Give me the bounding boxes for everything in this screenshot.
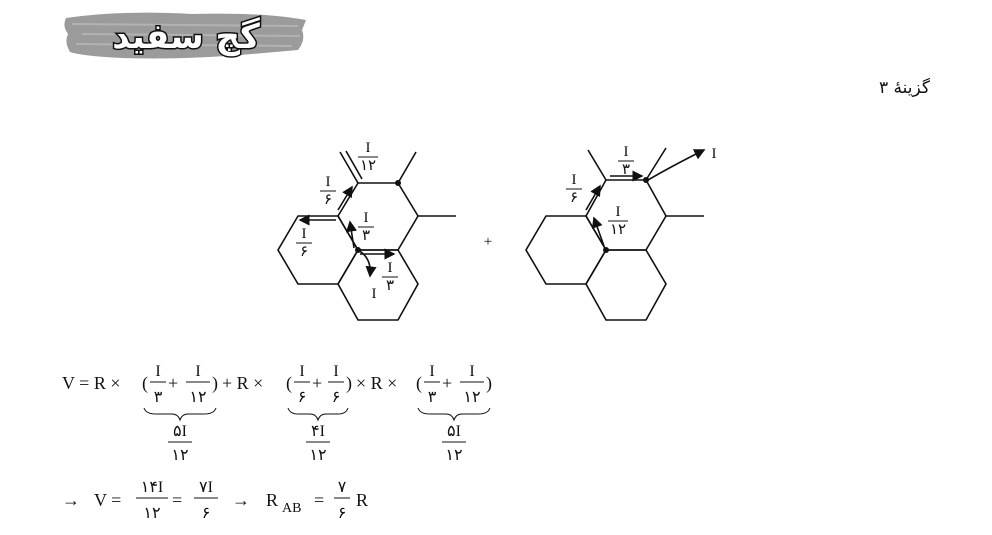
left-hexagon-left [277, 215, 359, 285]
formula-mid-1: + R × [222, 373, 263, 393]
svg-text:۳: ۳ [386, 278, 394, 294]
svg-text:): ) [346, 373, 352, 394]
svg-text:۱۲: ۱۲ [171, 447, 188, 464]
svg-text:I: I [572, 172, 577, 188]
svg-text:I: I [299, 363, 304, 380]
logo-image: گچ سفید [64, 12, 307, 59]
svg-text:۵I: ۵I [447, 423, 461, 440]
svg-text:۴I: ۴I [311, 423, 325, 440]
svg-text:۳: ۳ [428, 389, 437, 406]
svg-text:+: + [168, 373, 178, 393]
answer-option-label: گزینهٔ ۳ [879, 78, 930, 98]
svg-text:۶: ۶ [332, 389, 341, 406]
svg-text:۵I: ۵I [173, 423, 187, 440]
svg-text:۱۲: ۱۲ [143, 505, 160, 522]
svg-text:+: + [312, 373, 322, 393]
svg-text:I: I [155, 363, 160, 380]
left-current-label: I [372, 286, 377, 302]
formula-line-2: → V = ۱۴I ۱۲ = ۷I ۶ → R AB = ۷ ۶ R [62, 479, 368, 522]
svg-text:I: I [624, 144, 629, 160]
svg-text:(: ( [142, 373, 148, 394]
svg-text:۱۲: ۱۲ [463, 389, 480, 406]
svg-text:=: = [314, 490, 324, 510]
svg-text:I: I [616, 204, 621, 220]
svg-text:R: R [266, 490, 278, 510]
svg-text:): ) [486, 373, 492, 394]
right-current-label: I [712, 146, 717, 162]
svg-text:R: R [356, 490, 368, 510]
svg-text:۱۲: ۱۲ [309, 447, 326, 464]
svg-text:I: I [469, 363, 474, 380]
svg-text:I: I [326, 174, 331, 190]
svg-text:۷: ۷ [338, 479, 347, 496]
formula-term-3: ( I ۳ + I ۱۲ ) ۵I ۱۲ [416, 363, 492, 464]
svg-text:۷I: ۷I [199, 479, 213, 496]
svg-text:AB: AB [282, 501, 301, 516]
formula-block: V = R × ( I ۳ + I ۱۲ ) ۵I ۱۲ + R × ( I ۶… [62, 363, 492, 522]
left-label-top: I ۱۲ [358, 140, 378, 174]
right-hexagon-left [525, 215, 607, 285]
svg-text:I: I [302, 226, 307, 242]
svg-text:۶: ۶ [338, 505, 347, 522]
left-hexagon-bottom [337, 249, 419, 321]
svg-text:۱۲: ۱۲ [610, 222, 626, 238]
svg-text:I: I [388, 260, 393, 276]
svg-text:→: → [232, 490, 250, 510]
svg-text:۳: ۳ [622, 162, 630, 178]
formula-lhs: V = R × [62, 373, 120, 393]
svg-text:I: I [195, 363, 200, 380]
formula-term-2: ( I ۶ + I ۶ ) ۴I ۱۲ [286, 363, 352, 464]
right-label-top: I ۳ [618, 144, 634, 178]
svg-text:۶: ۶ [300, 244, 308, 260]
svg-text:۳: ۳ [362, 228, 370, 244]
svg-text:I: I [364, 210, 369, 226]
svg-text:۶: ۶ [298, 389, 307, 406]
svg-text:۱۲: ۱۲ [445, 447, 462, 464]
svg-text:+: + [442, 373, 452, 393]
svg-text:I: I [333, 363, 338, 380]
right-label-left: I ۶ [566, 172, 582, 206]
svg-text:=: = [172, 490, 182, 510]
svg-text:۱۲: ۱۲ [189, 389, 206, 406]
svg-text:۱۲: ۱۲ [360, 158, 376, 174]
left-label-upper-left: I ۶ [320, 174, 336, 208]
svg-text:۱۴I: ۱۴I [141, 479, 164, 496]
right-hexagon-bottom [585, 249, 667, 321]
logo-text: گچ سفید [112, 17, 260, 57]
left-hexagon-top [337, 182, 419, 251]
formula-term-1: ( I ۳ + I ۱۲ ) ۵I ۱۲ [142, 363, 218, 464]
svg-text:۶: ۶ [324, 192, 332, 208]
svg-text:V =: V = [94, 490, 121, 510]
svg-text:۳: ۳ [154, 389, 163, 406]
resistor-network-diagram: I ۱۲ I ۶ I ۶ I ۳ I ۳ I + I ۳ [277, 140, 717, 321]
svg-text:→: → [62, 490, 80, 510]
svg-text:۶: ۶ [570, 190, 578, 206]
plus-sign: + [484, 234, 492, 250]
left-label-left: I ۶ [296, 226, 312, 260]
svg-text:): ) [212, 373, 218, 394]
logo-brush-texture [71, 23, 301, 47]
svg-text:(: ( [416, 373, 422, 394]
svg-text:I: I [429, 363, 434, 380]
right-label-center: I ۱۲ [608, 204, 628, 238]
svg-text:(: ( [286, 373, 292, 394]
svg-text:I: I [366, 140, 371, 156]
formula-mid-2: × R × [356, 373, 397, 393]
left-label-lower-right: I ۳ [382, 260, 398, 294]
svg-text:۶: ۶ [202, 505, 211, 522]
left-label-center: I ۳ [358, 210, 374, 244]
